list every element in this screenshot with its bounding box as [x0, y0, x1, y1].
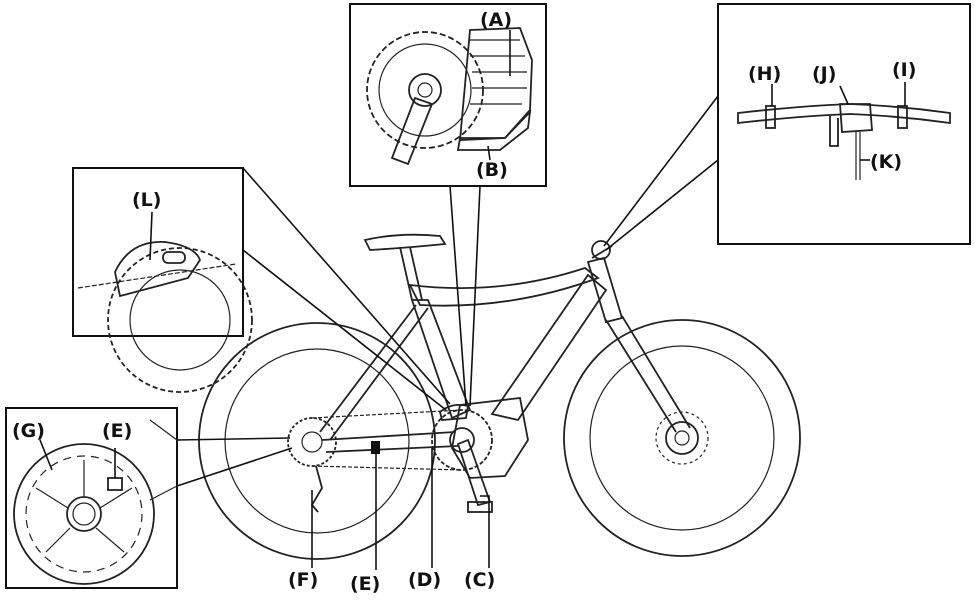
- front-disc: [655, 411, 709, 465]
- inset-crank: [390, 96, 434, 166]
- label-g: (G): [12, 420, 45, 442]
- bicycle: [198, 233, 801, 560]
- seat-post: [399, 246, 423, 301]
- inset-right-lever: [897, 105, 908, 129]
- inset-guide: [114, 241, 201, 298]
- label-j: (J): [812, 63, 836, 85]
- label-i: (I): [892, 59, 916, 81]
- speed-sensor: [371, 441, 380, 454]
- rear-derailleur: [310, 465, 323, 513]
- callout-labels: (A) (B) (H) (J) (I) (K) (L) (G) (E) (F) …: [12, 9, 916, 595]
- label-a: (A): [480, 9, 512, 31]
- inset-chainring: [366, 31, 484, 149]
- top-tube: [408, 266, 600, 307]
- rear-tire: [198, 322, 436, 560]
- handlebar-end: [591, 240, 611, 260]
- drive-unit-housing: [451, 397, 529, 479]
- rear-rim: [224, 348, 410, 534]
- saddle: [363, 233, 447, 251]
- label-f: (F): [288, 569, 318, 591]
- label-c: (C): [464, 569, 495, 591]
- drive-unit-inset: [349, 3, 547, 187]
- fork: [605, 315, 691, 433]
- label-l: (L): [132, 189, 161, 211]
- seat-tube: [410, 299, 472, 420]
- chain: [311, 409, 463, 471]
- inset-handlebar: [737, 103, 951, 125]
- inset-cable: [855, 132, 861, 180]
- inset-switch-unit: [839, 103, 873, 133]
- pedal: [467, 501, 493, 513]
- label-b: (B): [476, 159, 508, 181]
- front-rim: [589, 345, 775, 531]
- inset-sprocket: [107, 247, 253, 393]
- label-e-hub: (E): [102, 420, 132, 442]
- inset-rotor: [13, 443, 155, 585]
- seat-stay: [319, 304, 429, 441]
- rear-cassette: [287, 417, 337, 467]
- chain-stay: [321, 431, 459, 453]
- inset-cover: [456, 109, 532, 151]
- inset-left-lever: [765, 105, 776, 129]
- label-h: (H): [748, 63, 781, 85]
- label-d: (D): [408, 569, 441, 591]
- handlebar-inset: [717, 3, 971, 245]
- chain-guide: [438, 403, 470, 421]
- leader-lines: [176, 95, 719, 570]
- label-k: (K): [870, 151, 902, 173]
- front-tire: [563, 319, 801, 557]
- down-tube: [490, 273, 608, 422]
- rotor-inset: [5, 407, 178, 589]
- chain-guide-inset: [72, 167, 253, 393]
- label-e-bottom: (E): [350, 573, 380, 595]
- inset-chain: [77, 263, 237, 289]
- front-hub: [665, 421, 699, 455]
